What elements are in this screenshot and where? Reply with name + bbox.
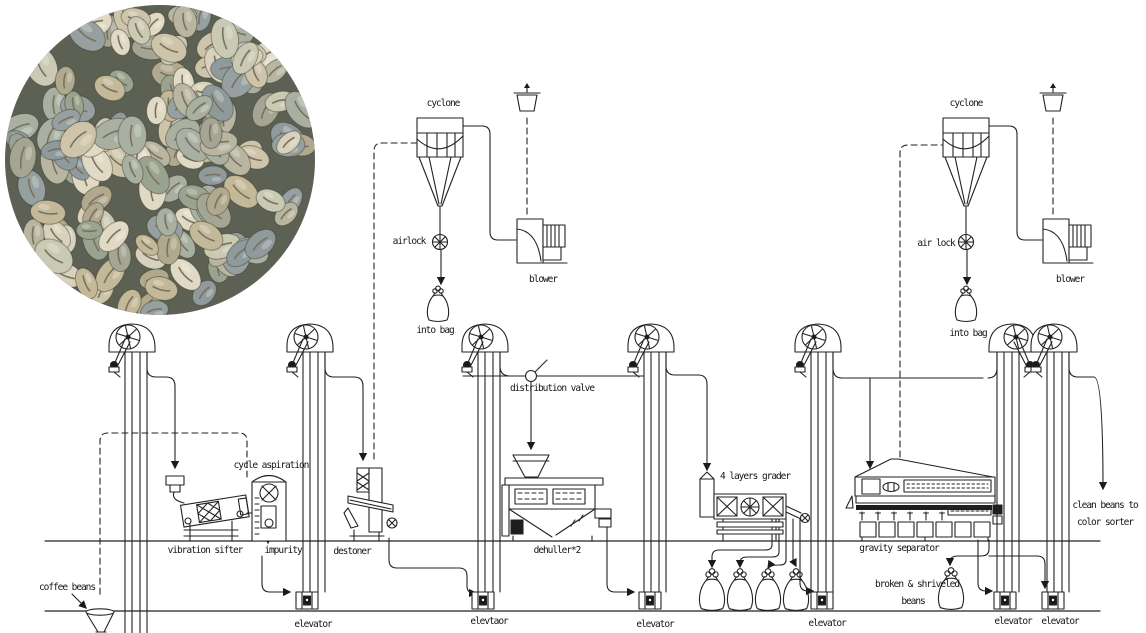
aspiration-duct-lines (100, 114, 1053, 597)
destoner-icon (344, 468, 397, 541)
elevator-base-icon (1042, 592, 1064, 609)
distribution-valve-label: distribution valve (509, 383, 595, 394)
bag-icon (782, 568, 810, 612)
elevator-icon (109, 324, 155, 633)
broken-shriveled-label-line1: broken & shriveled (874, 579, 960, 590)
cyclone-left-label: cyclone (426, 98, 461, 109)
into-bag-left-label: into bag (416, 325, 454, 336)
exhaust-cap-right-icon (1040, 83, 1066, 111)
cyclone-right-icon (943, 118, 989, 234)
vibration-sifter-icon (166, 476, 252, 541)
elevator-base-icon (296, 592, 318, 609)
airlock-right-icon (959, 235, 974, 250)
gravity-separator-label: gravity separator (859, 543, 939, 554)
blower-right-icon (1043, 219, 1093, 263)
vibration-sifter-label: vibration sifter (167, 545, 244, 556)
elevator-3-label: elevtaor (470, 616, 508, 627)
bag-icon (954, 285, 978, 323)
coffee-beans-label: coffee beans (38, 582, 96, 593)
blower-right-label: blower (1055, 274, 1085, 285)
floor-lines (45, 541, 1100, 611)
bag-icon (754, 568, 782, 612)
elevator-6-label: elevator (994, 616, 1032, 627)
dehuller-label: dehuller*2 (533, 545, 582, 556)
elevator-4-label: elevator (636, 619, 674, 630)
blower-left-icon (517, 219, 567, 263)
elevator-7-label: elevator (1041, 616, 1079, 627)
airlock-right-label: air lock (917, 238, 955, 249)
product-pipes (72, 250, 1108, 609)
elevator-icon (989, 324, 1035, 592)
elevator-icon (628, 324, 674, 592)
clean-beans-label-line2: color sorter (1076, 517, 1134, 528)
dehuller-icon (502, 455, 611, 541)
elevator-base-icon (472, 592, 494, 609)
airlock-left-icon (433, 235, 448, 250)
intake-hopper-icon (86, 609, 114, 632)
elevator-icon (795, 324, 841, 592)
airlock-left-label: airlock (392, 236, 427, 247)
broken-shriveled-label-line2: beans (901, 596, 925, 607)
impurity-label: impurity (264, 545, 302, 556)
air-duct-lines (463, 126, 1042, 240)
cyclone-left-icon (417, 118, 463, 234)
destoner-label: destoner (333, 546, 371, 557)
distribution-valve-icon (526, 360, 548, 382)
elevator-base-icon (811, 592, 833, 609)
blower-left-label: blower (528, 274, 558, 285)
exhaust-cap-left-icon (514, 83, 540, 111)
into-bag-right-label: into bag (949, 328, 987, 339)
coffee-beans-photo (5, 5, 315, 315)
bag-icon (698, 568, 726, 612)
cycle-aspirator-icon (252, 476, 286, 542)
clean-beans-label-line1: clean beans to (1072, 500, 1138, 511)
grader-icon (700, 472, 810, 541)
elevator-icon (287, 324, 333, 592)
cyclone-right-label: cyclone (949, 98, 984, 109)
generated-equipment (109, 285, 1077, 633)
elevator-icon (462, 324, 508, 592)
bag-icon (426, 285, 450, 323)
elevator-5-label: elevator (808, 618, 846, 629)
elevator-2-label: elevator (294, 619, 332, 630)
layers-grader-label: 4 layers grader (719, 471, 791, 482)
elevator-icon (1031, 324, 1077, 592)
elevator-base-icon (994, 592, 1016, 609)
cycle-aspiration-label: cycle aspiration (233, 460, 310, 471)
elevator-base-icon (639, 592, 661, 609)
gravity-separator-icon (846, 459, 1002, 541)
bag-icon (726, 568, 754, 612)
coffee-beans-photo-art (5, 5, 315, 315)
